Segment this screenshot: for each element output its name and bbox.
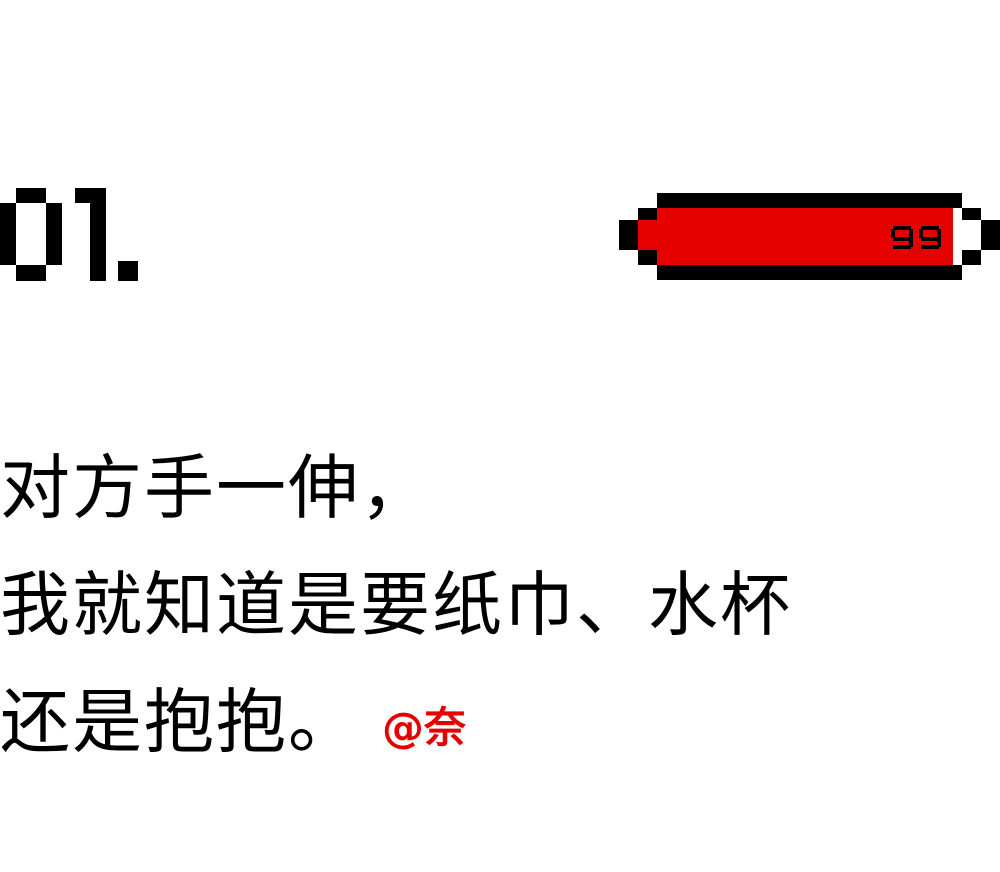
health-bar-fill: [657, 208, 953, 265]
quote-line-3: 还是抱抱。: [0, 681, 360, 763]
quote-line-1: 对方手一伸，: [0, 447, 432, 529]
health-value: 99: [891, 226, 943, 250]
quote-line-3-container: 还是抱抱。 @奈: [0, 682, 466, 768]
section-number: 01.: [0, 188, 140, 282]
quote-line-2: 我就知道是要纸巾、水杯: [0, 564, 792, 646]
author-handle: @奈: [382, 703, 467, 752]
